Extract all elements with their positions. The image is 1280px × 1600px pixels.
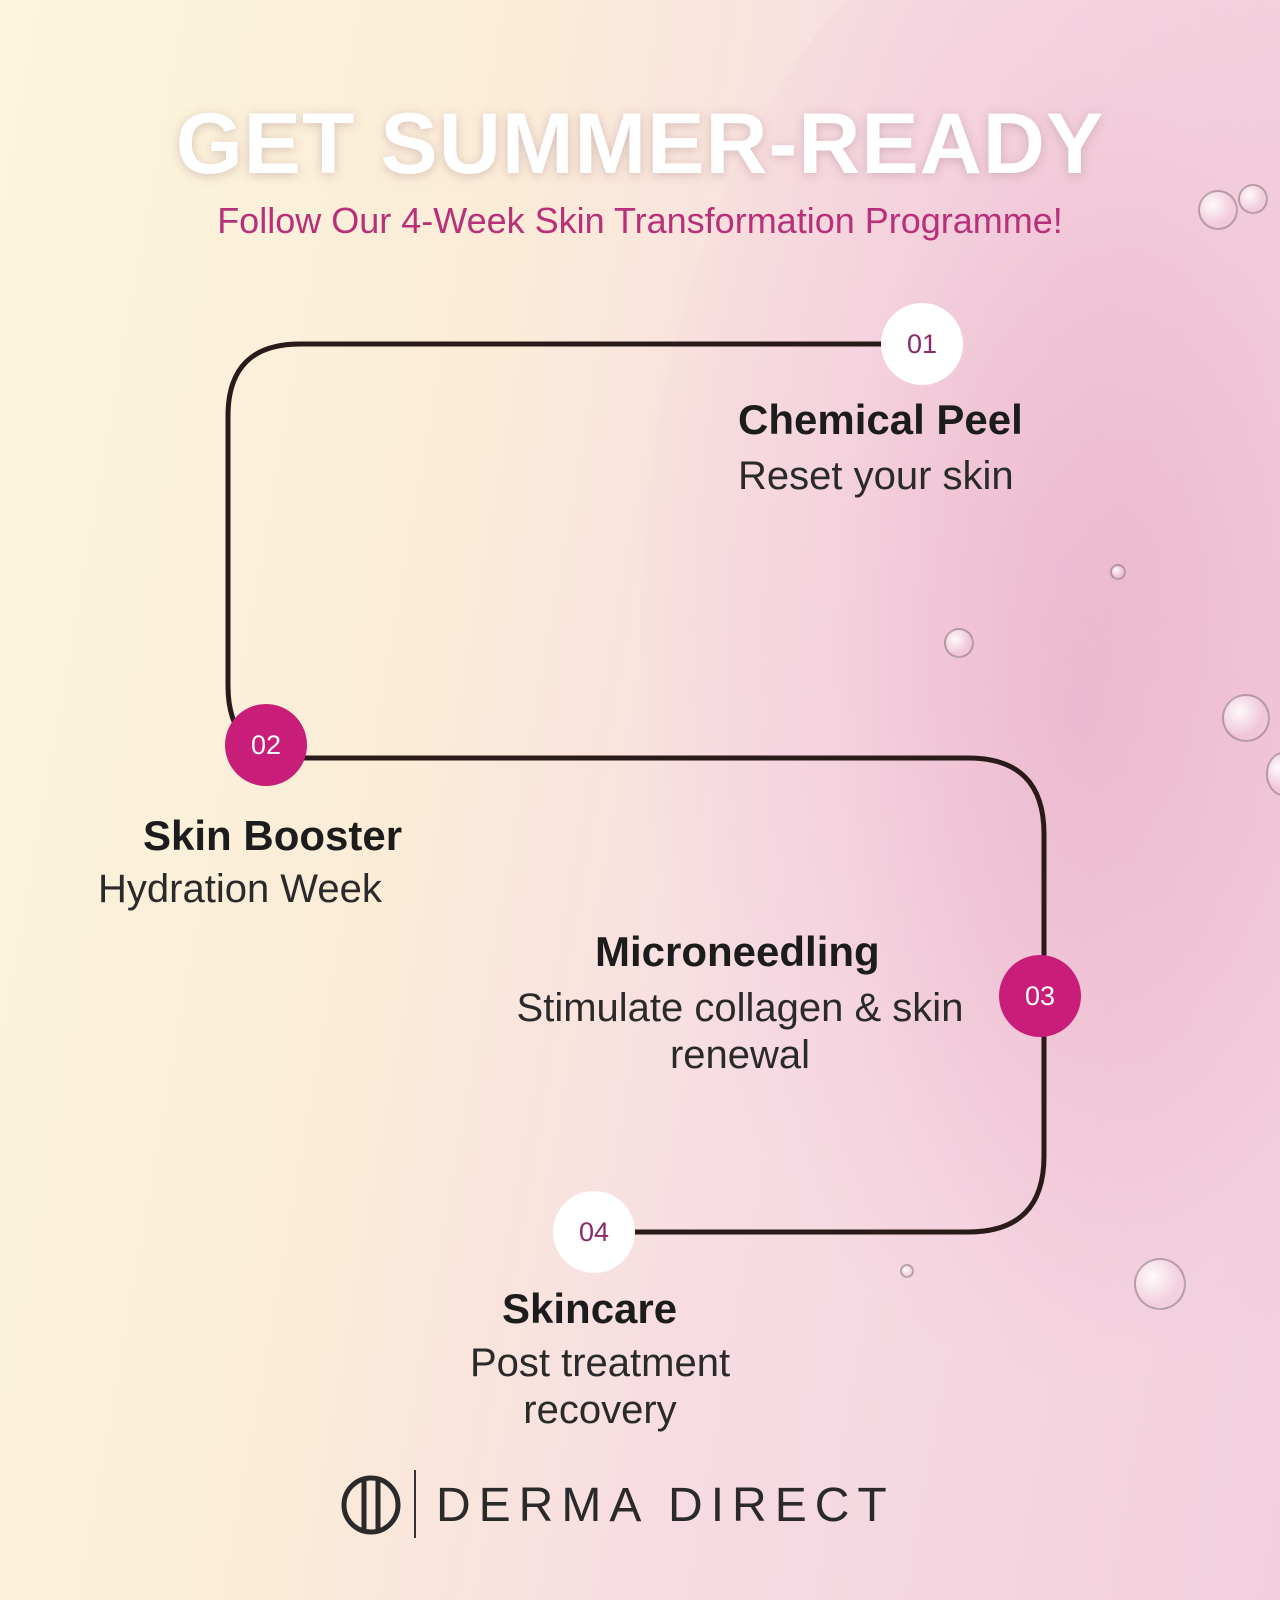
step-number-04: 04 — [553, 1191, 635, 1273]
bubble-decoration — [944, 628, 974, 658]
step-title-microneedling: Microneedling — [595, 928, 880, 975]
step-subtitle-skin-booster: Hydration Week — [98, 867, 382, 911]
derma-direct-logo-icon — [341, 1475, 401, 1535]
step-number-01: 01 — [881, 303, 963, 385]
bubble-decoration — [900, 1264, 914, 1278]
bubble-decoration — [1198, 190, 1238, 230]
bubble-decoration — [1110, 564, 1126, 580]
timeline-line — [225, 341, 1047, 1235]
background-glow — [820, 60, 1280, 1360]
step-title-skin-booster: Skin Booster — [143, 812, 403, 859]
step-title-skincare: Skincare — [502, 1285, 678, 1332]
step-number-02: 02 — [225, 704, 307, 786]
brand-logo: DERMA DIRECT — [340, 1470, 940, 1540]
bubble-decoration — [1222, 694, 1270, 742]
bubble-decoration — [1238, 184, 1268, 214]
step-title-chemical-peel: Chemical Peel — [738, 396, 1023, 443]
step-subtitle-chemical-peel: Reset your skin — [738, 454, 1014, 498]
brand-name: DERMA DIRECT — [436, 1479, 895, 1532]
page-subtitle: Follow Our 4-Week Skin Transformation Pr… — [217, 200, 1063, 241]
step-subtitle-microneedling: Stimulate collagen & skin renewal — [516, 986, 964, 1077]
bubble-decoration — [1134, 1258, 1186, 1310]
step-number-03: 03 — [999, 955, 1081, 1037]
page-title: GET SUMMER-READY — [175, 96, 1105, 192]
logo-divider — [414, 1470, 416, 1538]
step-subtitle-skincare: Post treatment recovery — [469, 1341, 731, 1432]
